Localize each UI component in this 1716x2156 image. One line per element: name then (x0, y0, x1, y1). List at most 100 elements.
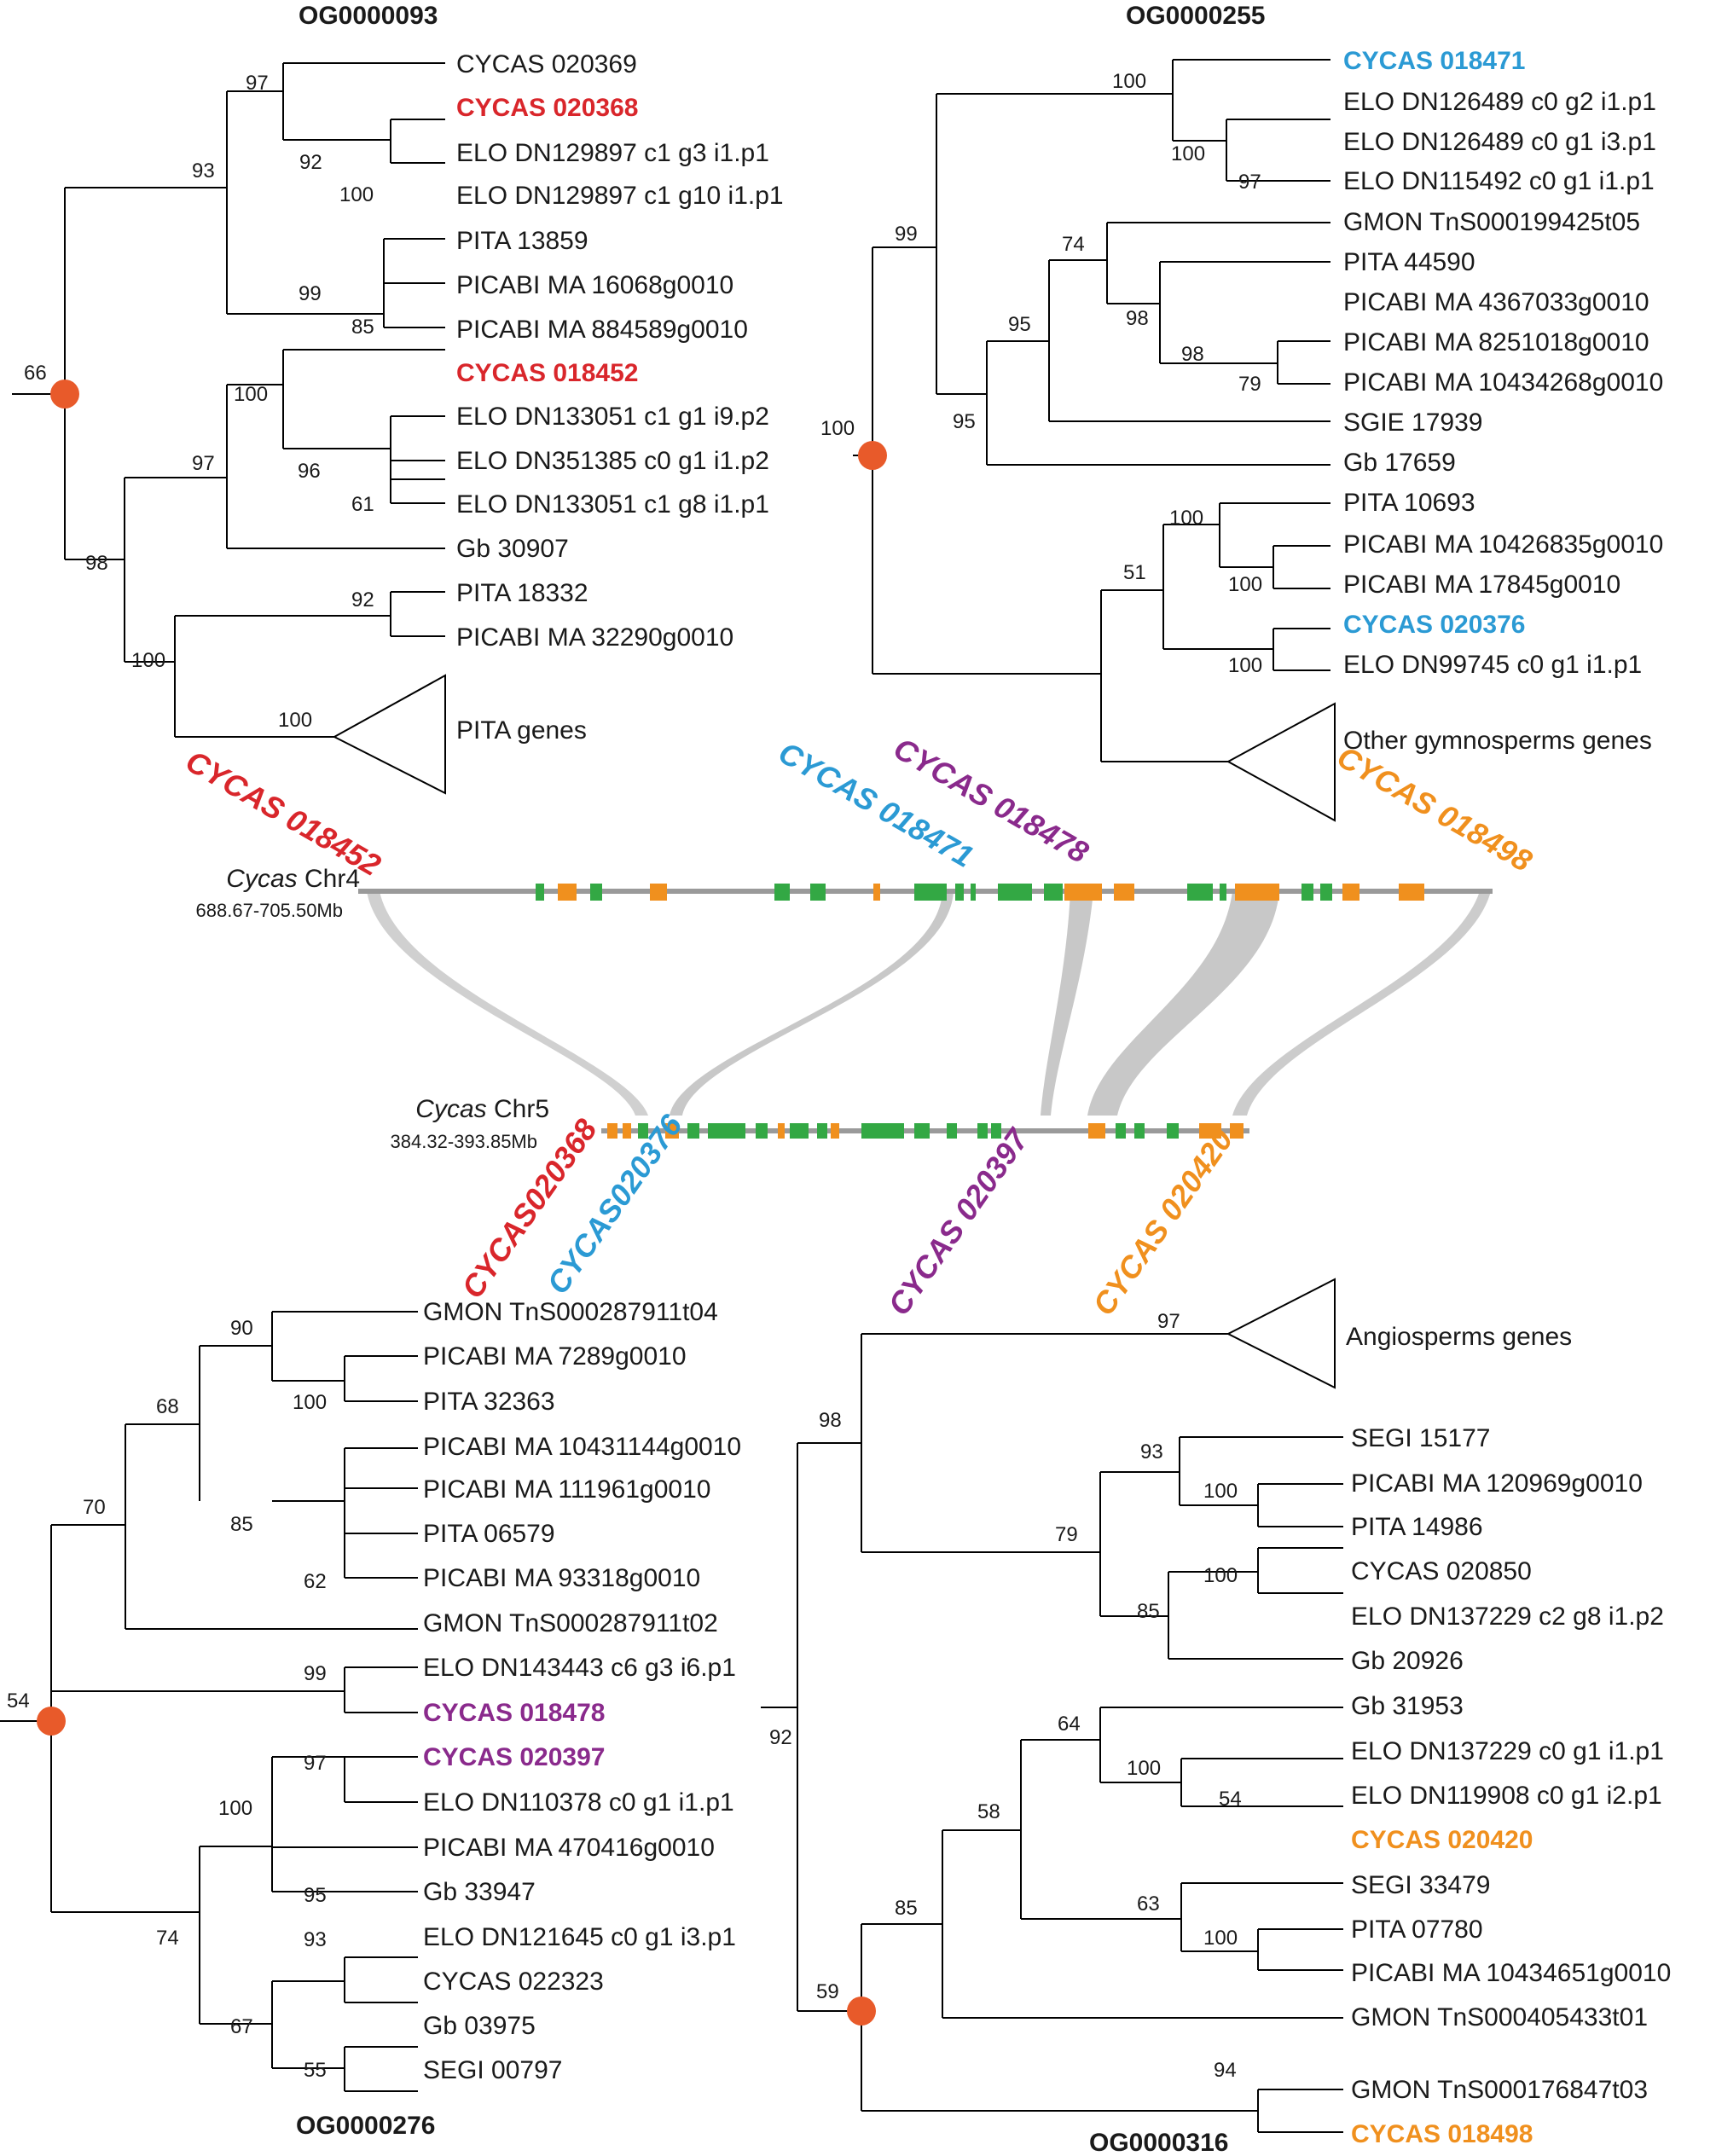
leaf-label: Gb 33947 (423, 1878, 536, 1906)
leaf-label: PICABI MA 16068g0010 (456, 271, 733, 299)
leaf-label: ELO DN121645 c0 g1 i3.p1 (423, 1923, 736, 1951)
support-value: 55 (304, 2059, 327, 2082)
support-value: 100 (278, 709, 312, 732)
leaf-label: PITA 13859 (456, 227, 588, 255)
leaf-label: ELO DN133051 c1 g1 i9.p2 (456, 403, 769, 431)
leaf-label: CYCAS 020850 (1351, 1557, 1532, 1585)
panel-title-og0000276: OG0000276 (296, 2112, 435, 2140)
leaf-label: SEGI 33479 (1351, 1871, 1490, 1899)
support-value: 79 (1055, 1523, 1078, 1546)
support-value: 79 (1238, 373, 1261, 396)
support-value: 92 (299, 151, 322, 174)
leaf-label: PICABI MA 10431144g0010 (423, 1433, 741, 1461)
support-value: 97 (1238, 171, 1261, 194)
support-value: 100 (1203, 1480, 1238, 1503)
leaf-label: GMON TnS000287911t02 (423, 1609, 718, 1637)
support-value: 100 (1203, 1927, 1238, 1950)
support-value: 64 (1058, 1713, 1081, 1736)
leaf-label: ELO DN115492 c0 g1 i1.p1 (1343, 167, 1655, 195)
support-value: 59 (816, 1980, 839, 2003)
leaf-label: PICABI MA 111961g0010 (423, 1475, 710, 1504)
support-value: 51 (1123, 561, 1146, 584)
leaf-label: PICABI MA 884589g0010 (456, 316, 748, 344)
leaf-label: PICABI MA 10434268g0010 (1343, 368, 1663, 397)
support-value: 98 (819, 1409, 842, 1432)
support-value: 54 (1219, 1788, 1242, 1811)
support-value: 93 (192, 159, 215, 183)
support-value: 95 (1008, 313, 1031, 336)
support-value: 100 (1112, 70, 1146, 93)
leaf-label: CYCAS 020368 (456, 94, 638, 122)
leaf-label: PITA 32363 (423, 1388, 555, 1416)
support-value: 63 (1137, 1892, 1160, 1915)
leaf-label: CYCAS 018478 (423, 1699, 605, 1727)
leaf-label: PICABI MA 120969g0010 (1351, 1469, 1643, 1498)
duplication-node-marker (50, 380, 79, 409)
synteny-links (367, 891, 1491, 1116)
leaf-label: Gb 20926 (1351, 1647, 1464, 1675)
leaf-label: SEGI 00797 (423, 2056, 562, 2084)
chr5-range: 384.32-393.85Mb (391, 1131, 537, 1152)
leaf-label: PICABI MA 17845g0010 (1343, 571, 1620, 599)
support-value: 100 (1228, 654, 1262, 677)
chr5-label: Cycas Chr5 (415, 1095, 549, 1123)
support-value: 98 (85, 552, 108, 575)
leaf-label: CYCAS 018471 (1343, 47, 1525, 75)
support-value: 98 (1126, 307, 1149, 330)
leaf-label: SGIE 17939 (1343, 409, 1482, 437)
duplication-node-marker (37, 1707, 66, 1736)
leaf-label: PICABI MA 7289g0010 (423, 1342, 687, 1371)
collapsed-clade-label: PITA genes (456, 716, 587, 745)
chr4-label: Cycas Chr4 (226, 865, 360, 893)
br-support-values: 97 98 93 100 79 100 85 92 64 100 54 58 6… (769, 1310, 1242, 2082)
support-value: 100 (1127, 1757, 1161, 1780)
leaf-label: PITA 14986 (1351, 1513, 1483, 1541)
support-value: 85 (895, 1897, 918, 1920)
support-value: 95 (953, 410, 976, 433)
support-value: 74 (1062, 233, 1085, 256)
leaf-label: CYCAS 020369 (456, 50, 637, 78)
support-value: 100 (293, 1391, 327, 1414)
collapsed-clade-label: Other gymnosperms genes (1343, 727, 1652, 755)
tree-og0000093: OG0000093 97 93 92 100 99 85 66 100 97 9… (12, 2, 784, 795)
leaf-label: ELO DN99745 c0 g1 i1.p1 (1343, 651, 1642, 679)
support-value: 66 (24, 362, 47, 385)
leaf-label: Gb 31953 (1351, 1692, 1464, 1720)
support-value: 74 (156, 1927, 179, 1950)
support-value: 97 (246, 72, 269, 95)
panel-title-og0000316: OG0000316 (1089, 2129, 1228, 2156)
support-value: 96 (298, 460, 321, 483)
chr4-range: 688.67-705.50Mb (196, 900, 343, 921)
leaf-label: PITA 07780 (1351, 1915, 1483, 1944)
leaf-label: ELO DN119908 c0 g1 i2.p1 (1351, 1782, 1662, 1810)
support-value: 85 (230, 1513, 253, 1536)
leaf-label: GMON TnS000199425t05 (1343, 208, 1640, 236)
leaf-label: PICABI MA 8251018g0010 (1343, 328, 1649, 356)
bl-leaf-labels: GMON TnS000287911t04 PICABI MA 7289g0010… (423, 1298, 741, 2084)
tr-leaf-labels: CYCAS 018471 ELO DN126489 c0 g2 i1.p1 EL… (1343, 47, 1663, 755)
support-value: 95 (304, 1884, 327, 1907)
bl-support-values: 90 100 68 85 62 70 99 54 97 100 95 74 93… (7, 1317, 327, 2082)
chr5-gene-blocks (607, 1123, 1244, 1139)
leaf-label: PICABI MA 470416g0010 (423, 1834, 715, 1862)
support-value: 94 (1214, 2059, 1237, 2082)
leaf-label: PITA 18332 (456, 579, 588, 607)
leaf-label: SEGI 15177 (1351, 1424, 1490, 1452)
support-value: 100 (1228, 573, 1262, 596)
tl-leaf-labels: CYCAS 020369 CYCAS 020368 ELO DN129897 c… (456, 50, 784, 745)
leaf-label: Gb 17659 (1343, 449, 1456, 477)
leaf-label: GMON TnS000405433t01 (1351, 2003, 1648, 2031)
gene-label-cycas-018498: CYCAS 018498 (1331, 739, 1538, 878)
support-value: 100 (1169, 507, 1203, 530)
support-value: 100 (820, 417, 855, 440)
support-value: 90 (230, 1317, 253, 1340)
leaf-label: GMON TnS000176847t03 (1351, 2076, 1648, 2104)
leaf-label: ELO DN137229 c2 g8 i1.p2 (1351, 1603, 1664, 1631)
support-value: 100 (234, 383, 268, 406)
support-value: 100 (1203, 1564, 1238, 1587)
leaf-label: PICABI MA 4367033g0010 (1343, 288, 1649, 316)
duplication-node-marker (847, 1997, 876, 2026)
leaf-label: ELO DN129897 c1 g3 i1.p1 (456, 139, 769, 167)
leaf-label: GMON TnS000287911t04 (423, 1298, 718, 1326)
support-value: 85 (351, 316, 374, 339)
